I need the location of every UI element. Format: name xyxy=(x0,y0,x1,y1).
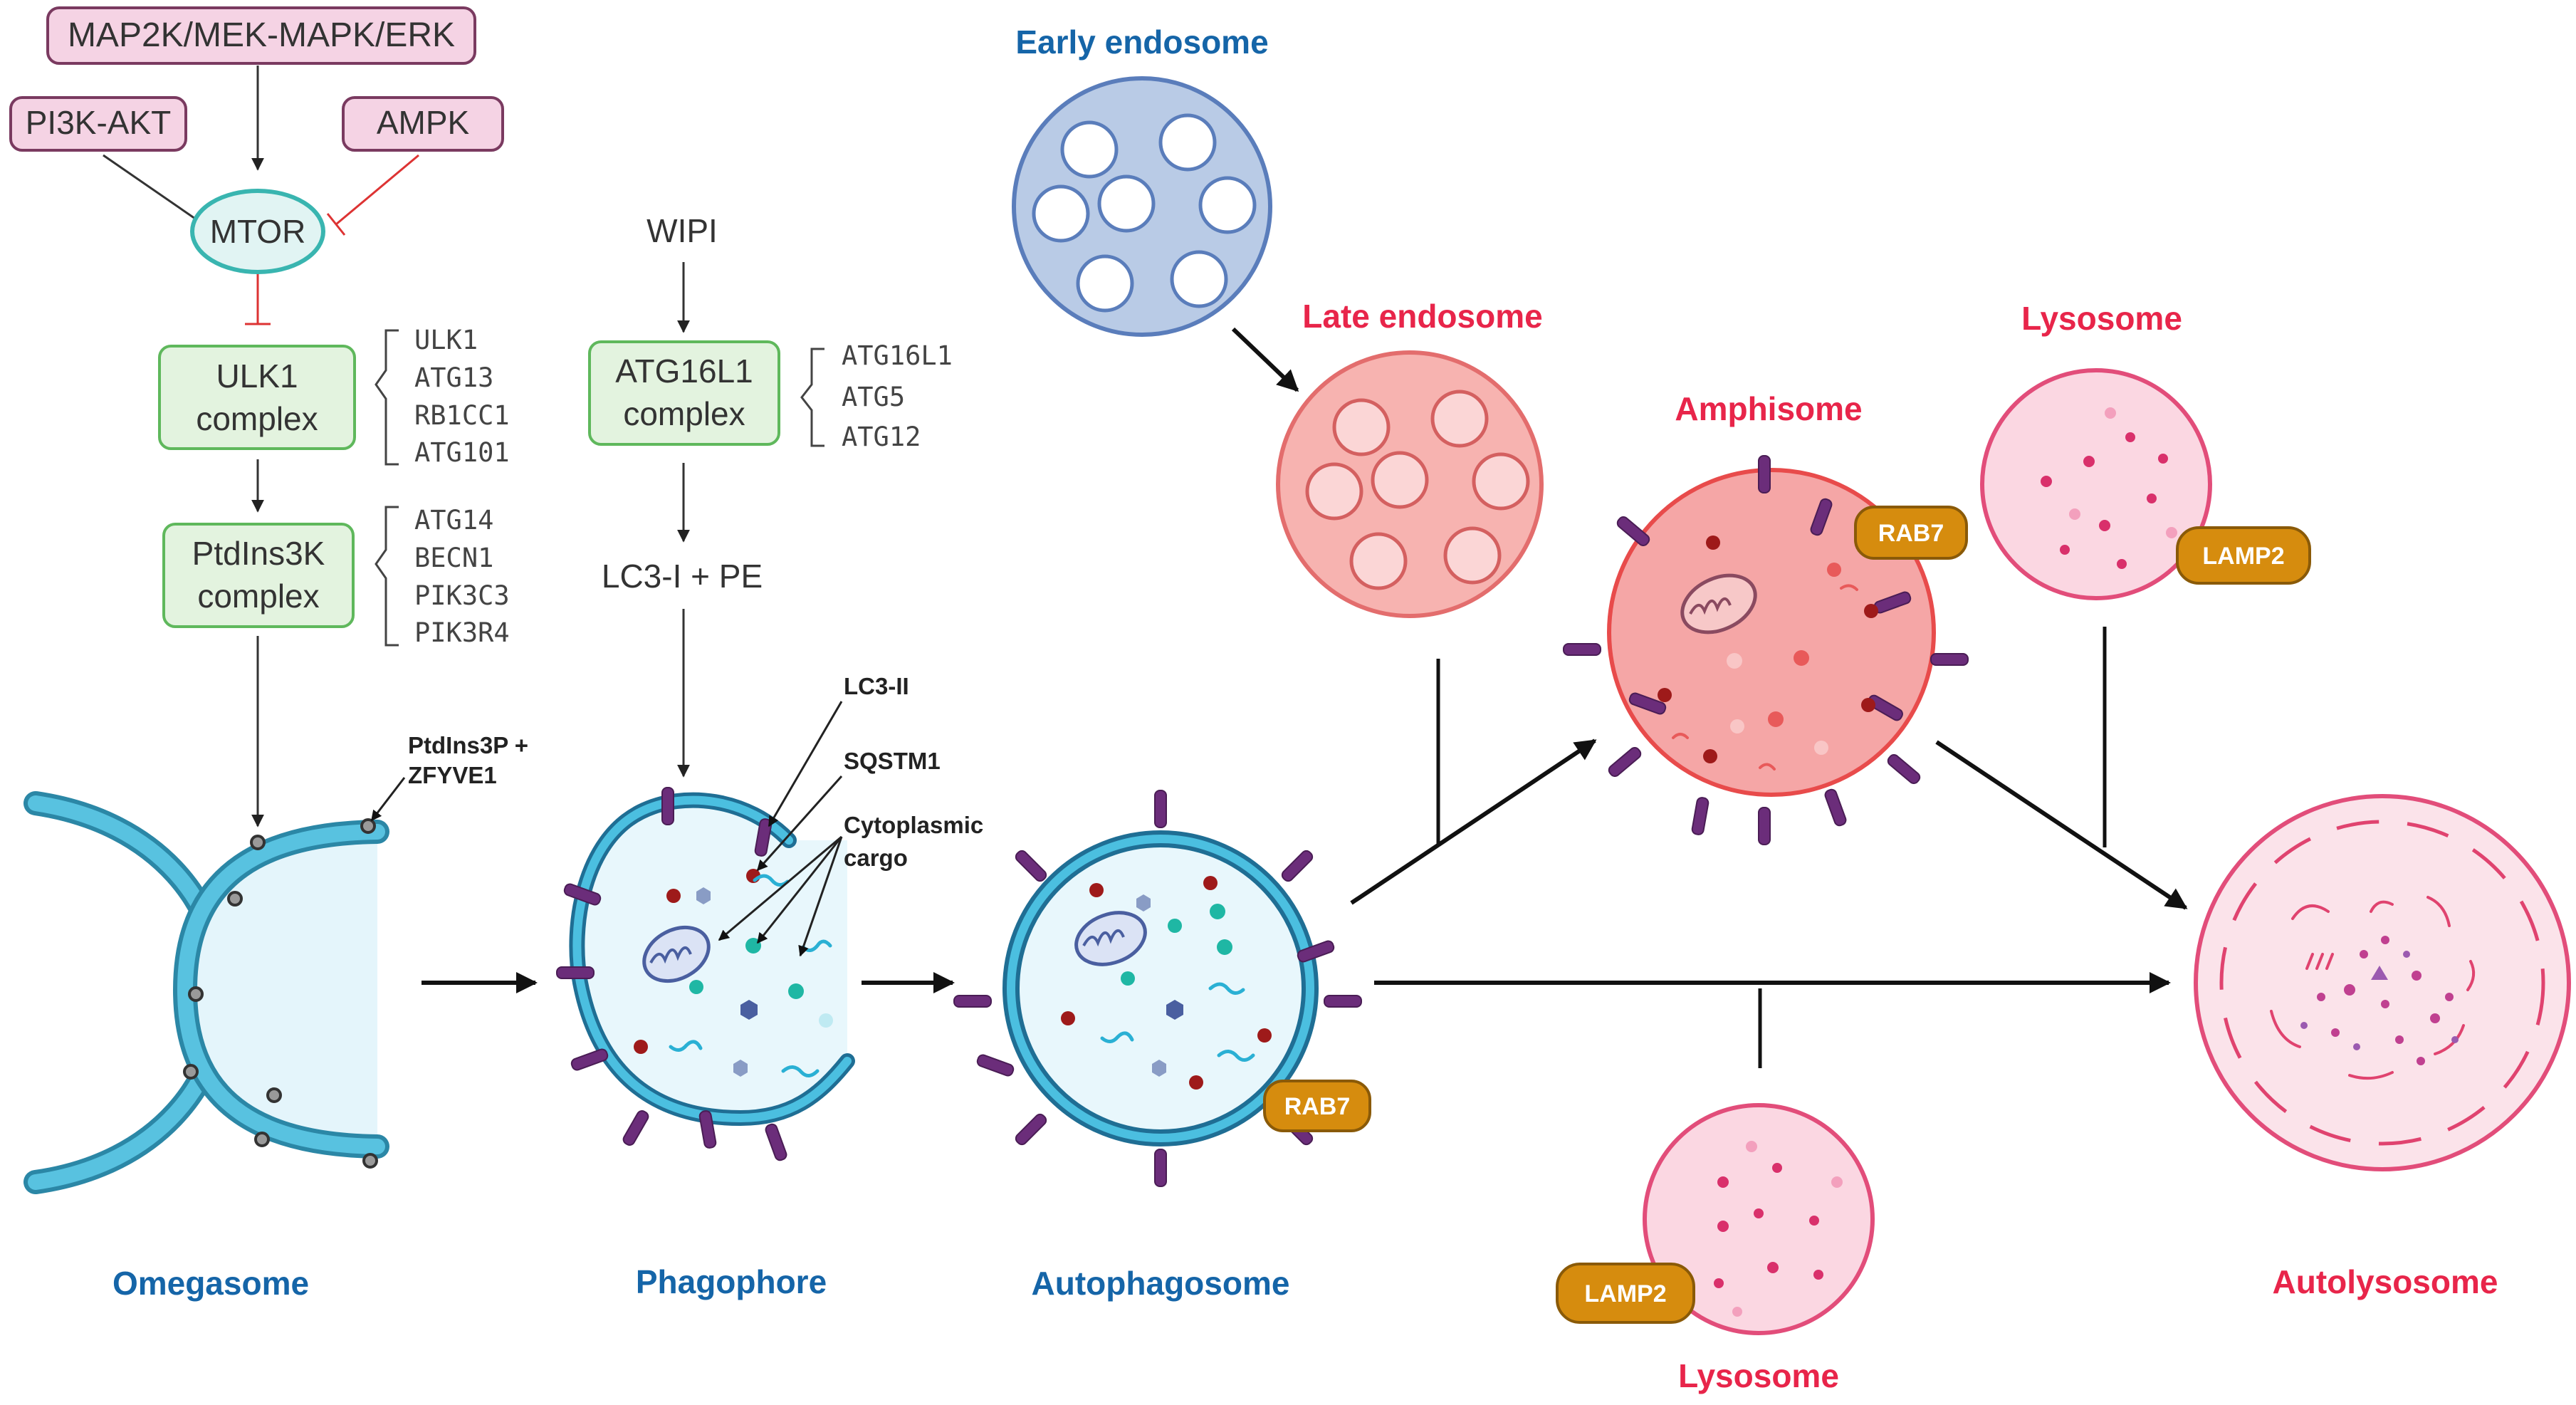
ptdins-member-1: ATG14 xyxy=(414,505,493,536)
sqstm1-label: SQSTM1 xyxy=(844,748,941,774)
phagophore: LC3-II SQSTM1 Cytoplasmic cargo xyxy=(556,673,983,1161)
ptdins3k-line1: PtdIns3K xyxy=(192,535,325,572)
map2k-box xyxy=(46,6,476,65)
lysosome-bottom-label: Lysosome xyxy=(1678,1357,1839,1394)
lysosome-bottom: LAMP2 xyxy=(1556,1103,1875,1335)
lysosome-top-label: Lysosome xyxy=(2021,300,2182,337)
mtor-label: MTOR xyxy=(210,213,306,250)
cytoplasmic-cargo-line2: cargo xyxy=(844,845,908,871)
ptdins-member-4: PIK3R4 xyxy=(414,617,510,648)
late-endosome xyxy=(1276,350,1544,618)
ptdins3p-label-line1: PtdIns3P + xyxy=(408,732,528,758)
mtor-node xyxy=(190,189,325,274)
atg16-member-2: ATG5 xyxy=(842,382,905,412)
rab7-badge-autophagosome xyxy=(1263,1080,1371,1132)
pi3k-label: PI3K-AKT xyxy=(26,104,172,141)
map2k-label: MAP2K/MEK-MAPK/ERK xyxy=(68,16,455,54)
atg16l1-complex-box xyxy=(588,340,780,446)
ulk1-member-4: ATG101 xyxy=(414,437,510,468)
atg16-member-1: ATG16L1 xyxy=(842,340,953,371)
ulk1-member-3: RB1CC1 xyxy=(414,400,510,431)
early-endosome-label: Early endosome xyxy=(1015,23,1268,61)
signaling-panel: MAP2K/MEK-MAPK/ERK PI3K-AKT AMPK MTOR UL… xyxy=(9,6,953,827)
ulk1-complex-box xyxy=(158,345,356,450)
ulk1-complex-line2: complex xyxy=(196,400,318,437)
atg16-member-3: ATG12 xyxy=(842,422,921,452)
lamp2-label-bottom: LAMP2 xyxy=(1584,1280,1666,1307)
cytoplasmic-cargo-line1: Cytoplasmic xyxy=(844,812,983,838)
autophagosome: RAB7 xyxy=(953,790,1371,1187)
atg16l1-line1: ATG16L1 xyxy=(615,352,753,390)
rab7-label-amphisome: RAB7 xyxy=(1878,520,1944,547)
arrow-amphisome-to-autolysosome xyxy=(1935,740,2188,910)
arrow-autophagosome-to-amphisome xyxy=(1350,738,1597,905)
wipi-label: WIPI xyxy=(646,212,718,249)
amphisome: RAB7 xyxy=(1563,455,1969,845)
ptdins-member-2: BECN1 xyxy=(414,543,493,573)
autolysosome-label: Autolysosome xyxy=(2273,1263,2498,1300)
lamp2-badge-bottom xyxy=(1556,1263,1695,1324)
arrow-early-to-late-endosome xyxy=(1231,327,1299,392)
lysosome-top: LAMP2 xyxy=(1980,368,2311,600)
atg16l1-line2: complex xyxy=(623,395,745,432)
ptdins3k-complex-box xyxy=(162,523,355,628)
autolysosome xyxy=(2194,794,2571,1171)
ulk1-member-1: ULK1 xyxy=(414,325,478,355)
lc3-pe-label: LC3-I + PE xyxy=(602,558,763,595)
omegasome: PtdIns3P + ZFYVE1 xyxy=(23,732,528,1194)
rab7-badge-amphisome xyxy=(1854,506,1968,560)
late-endosome-label: Late endosome xyxy=(1302,298,1542,335)
autophagosome-label: Autophagosome xyxy=(1032,1265,1290,1302)
early-endosome xyxy=(1012,76,1272,337)
ampk-box xyxy=(342,96,504,152)
ptdins3k-line2: complex xyxy=(197,578,319,615)
pi3k-box xyxy=(9,96,187,152)
amphisome-label: Amphisome xyxy=(1675,390,1862,427)
ampk-label: AMPK xyxy=(377,104,470,141)
lc3ii-label: LC3-II xyxy=(844,673,909,699)
omegasome-label: Omegasome xyxy=(112,1265,309,1302)
ulk1-member-2: ATG13 xyxy=(414,362,493,393)
lamp2-badge-top xyxy=(2176,526,2311,585)
ulk1-complex-line1: ULK1 xyxy=(216,357,298,395)
phagophore-label: Phagophore xyxy=(636,1263,827,1300)
rab7-label-autophagosome: RAB7 xyxy=(1284,1093,1351,1120)
ptdins3p-label-line2: ZFYVE1 xyxy=(408,762,497,788)
lamp2-label-top: LAMP2 xyxy=(2202,543,2284,570)
ptdins-member-3: PIK3C3 xyxy=(414,580,510,611)
